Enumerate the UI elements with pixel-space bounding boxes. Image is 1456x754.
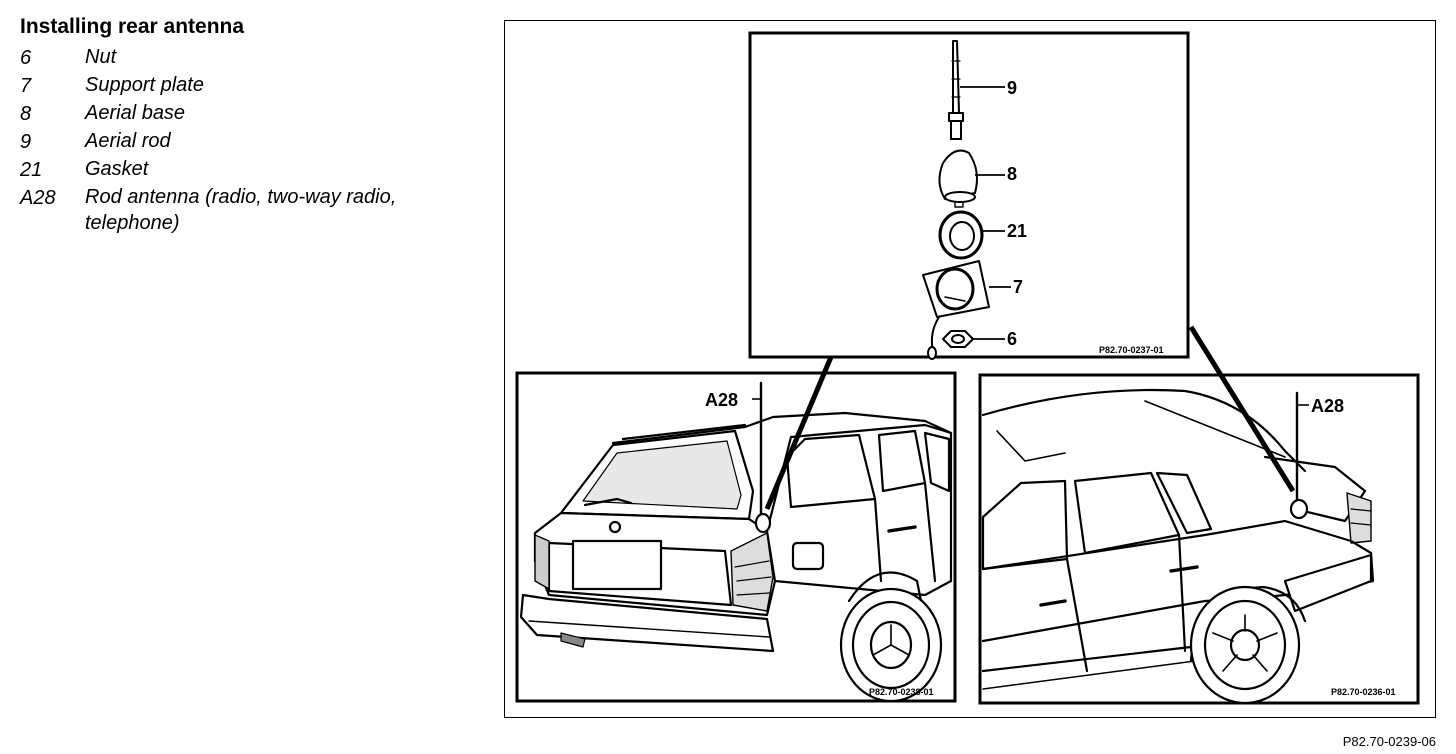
- callout-6: 6: [1007, 329, 1017, 349]
- wagon-figure-ref: P82.70-0238-01: [869, 687, 934, 697]
- detail-figure-ref: P82.70-0237-01: [1099, 345, 1164, 355]
- detail-pointer-left: [764, 356, 834, 510]
- legend-description: Aerial rod: [85, 130, 171, 152]
- legend-title: Installing rear antenna: [20, 15, 245, 38]
- legend-number: 8: [20, 103, 32, 125]
- wagon-panel: A28 P82.70-0238-01: [515, 371, 957, 703]
- sedan-car-drawing: [981, 388, 1375, 705]
- legend-item-aerial-base: 8 Aerial base: [20, 100, 480, 128]
- callout-7: 7: [1013, 277, 1023, 297]
- exploded-antenna-drawing: [922, 40, 990, 360]
- legend-description: Support plate: [85, 74, 204, 96]
- legend-number: 6: [20, 47, 32, 69]
- callout-a28-right: A28: [1311, 396, 1344, 416]
- legend-item-support-plate: 7 Support plate: [20, 72, 480, 100]
- callout-21: 21: [1007, 221, 1027, 241]
- legend-number: A28: [20, 187, 56, 209]
- legend-description: Nut: [85, 46, 117, 68]
- legend-item-rod-antenna: A28 Rod antenna (radio, two-way radio, t…: [20, 184, 480, 236]
- figure-reference: P82.70-0239-06: [1342, 734, 1436, 749]
- sedan-panel: A28 P82.70-0236-01: [978, 373, 1420, 705]
- legend-item-aerial-rod: 9 Aerial rod: [20, 128, 480, 156]
- sedan-figure-ref: P82.70-0236-01: [1331, 687, 1396, 697]
- detail-pointer-right: [1188, 325, 1296, 493]
- legend-description: Aerial base: [85, 102, 186, 124]
- legend-number: 9: [20, 131, 32, 153]
- callout-9: 9: [1007, 78, 1017, 98]
- legend-number: 7: [20, 75, 32, 97]
- callout-8: 8: [1007, 164, 1017, 184]
- detail-inset: 9 8 21 7 6 P82.70-0237-01: [748, 31, 1190, 360]
- callout-a28-left: A28: [705, 390, 738, 410]
- wagon-car-drawing: [519, 381, 953, 703]
- legend-description: Rod antenna (radio, two-way radio, telep…: [85, 186, 397, 234]
- legend-description: Gasket: [85, 158, 149, 180]
- antenna-illustration: A28 P82.70-0238-01: [515, 31, 1420, 705]
- figure-frame: A28 P82.70-0238-01: [504, 20, 1436, 718]
- legend-item-nut: 6 Nut: [20, 44, 480, 72]
- legend-item-gasket: 21 Gasket: [20, 156, 480, 184]
- legend: Installing rear antenna 6 Nut 7 Support …: [20, 14, 480, 236]
- legend-number: 21: [20, 159, 43, 181]
